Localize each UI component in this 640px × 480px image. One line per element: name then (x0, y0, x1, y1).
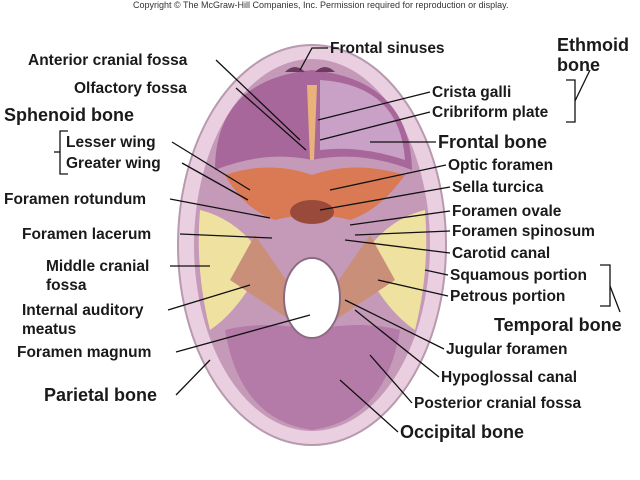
label-sphenoid-bone: Sphenoid bone (4, 105, 134, 125)
label-ethmoid-bone-line1: Ethmoid (557, 35, 629, 55)
label-anterior-cranial-fossa: Anterior cranial fossa (28, 52, 188, 69)
label-internal-auditory-meatus-line2: meatus (22, 321, 77, 338)
label-olfactory-fossa: Olfactory fossa (74, 80, 187, 97)
label-foramen-magnum: Foramen magnum (17, 344, 152, 361)
label-frontal-sinuses: Frontal sinuses (330, 40, 445, 57)
label-optic-foramen: Optic foramen (448, 157, 554, 174)
label-ethmoid-bone-line2: bone (557, 55, 600, 75)
label-foramen-lacerum: Foramen lacerum (22, 226, 152, 243)
copyright-notice: Copyright © The McGraw-Hill Companies, I… (133, 0, 509, 10)
label-lesser-wing: Lesser wing (66, 134, 156, 151)
label-crista-galli: Crista galli (432, 84, 512, 101)
label-parietal-bone: Parietal bone (44, 385, 158, 405)
label-internal-auditory-meatus-line1: Internal auditory (22, 302, 144, 319)
label-foramen-rotundum: Foramen rotundum (4, 191, 147, 208)
label-foramen-ovale: Foramen ovale (452, 203, 562, 220)
label-foramen-spinosum: Foramen spinosum (452, 223, 595, 240)
label-occipital-bone: Occipital bone (400, 422, 525, 442)
label-hypoglossal-canal: Hypoglossal canal (441, 369, 578, 386)
label-frontal-bone: Frontal bone (438, 132, 547, 152)
label-middle-cranial-fossa-line2: fossa (46, 277, 87, 294)
label-middle-cranial-fossa-line1: Middle cranial (46, 258, 150, 275)
label-squamous-portion: Squamous portion (450, 267, 587, 284)
label-cribriform-plate: Cribriform plate (432, 104, 549, 121)
label-sella-turcica: Sella turcica (452, 179, 544, 196)
label-petrous-portion: Petrous portion (450, 288, 566, 305)
label-greater-wing: Greater wing (66, 155, 161, 172)
label-posterior-cranial-fossa: Posterior cranial fossa (414, 395, 582, 412)
label-carotid-canal: Carotid canal (452, 245, 551, 262)
label-jugular-foramen: Jugular foramen (446, 341, 568, 358)
label-temporal-bone: Temporal bone (494, 315, 622, 335)
